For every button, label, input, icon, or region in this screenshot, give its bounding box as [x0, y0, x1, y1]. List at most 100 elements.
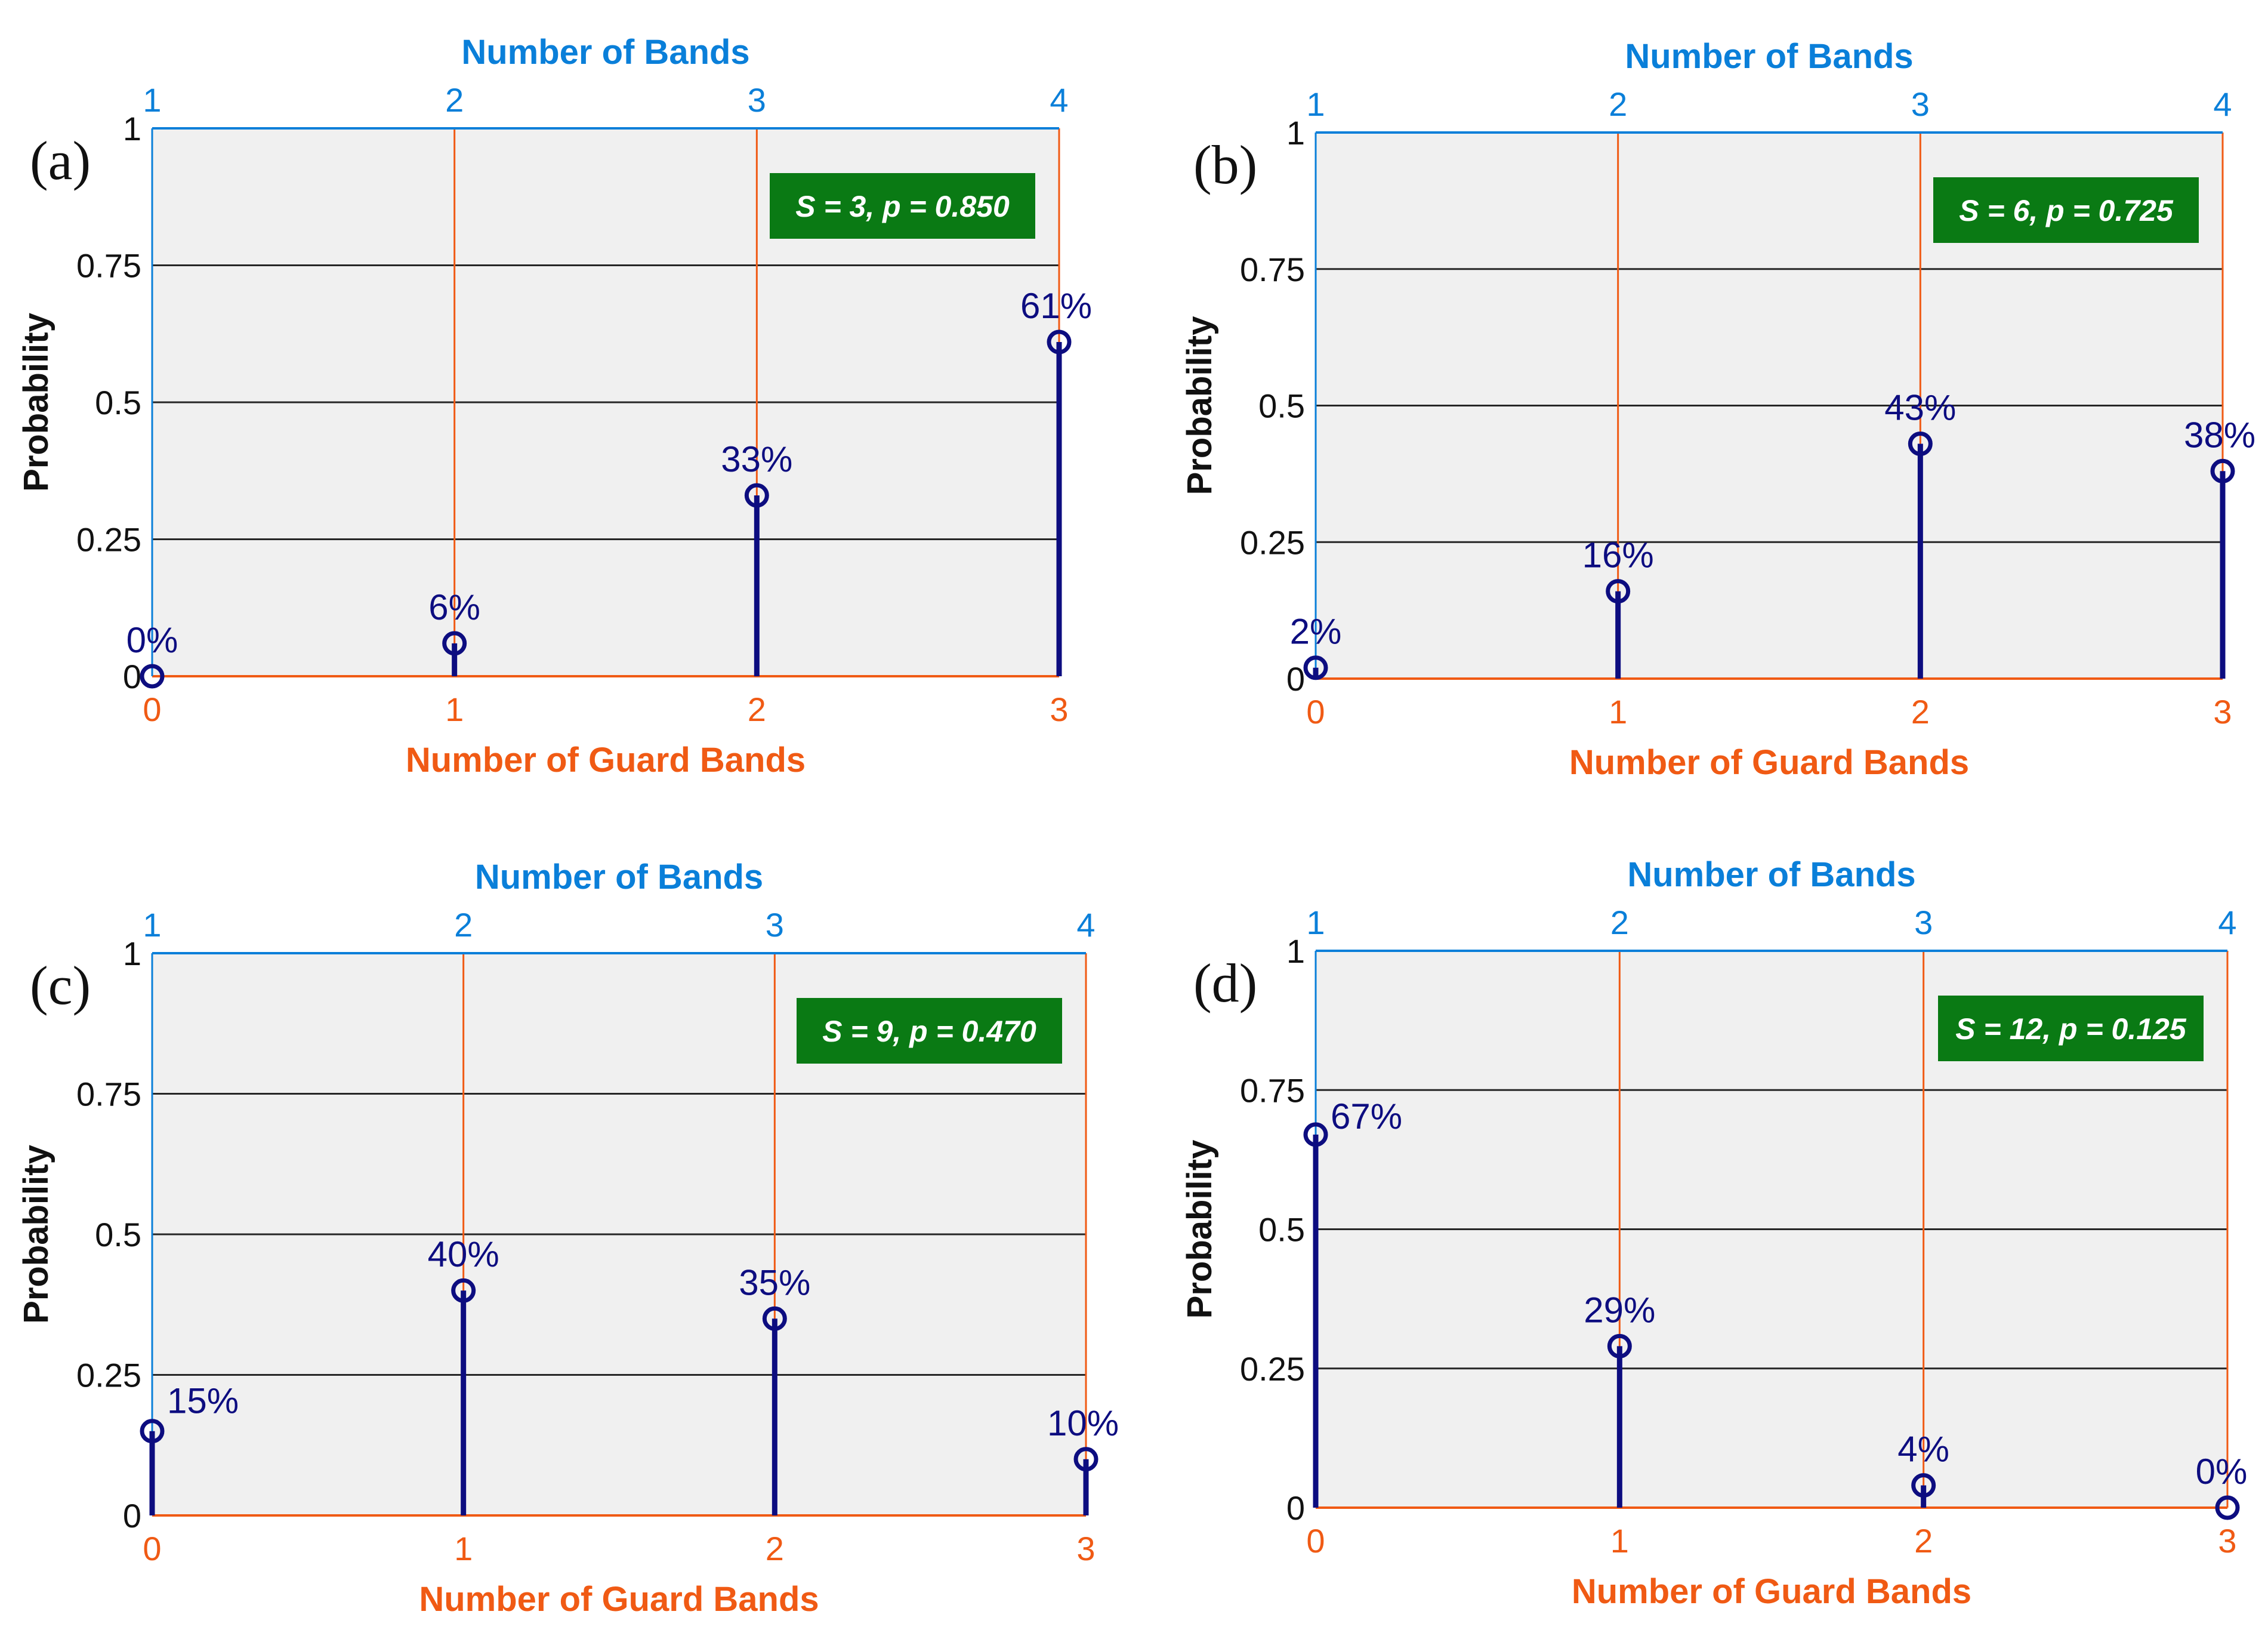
- x-axis-title: Number of Guard Bands: [1572, 1572, 1971, 1611]
- x2-tick-label: 3: [1914, 904, 1933, 941]
- stem-marker: [1607, 1333, 1632, 1358]
- x-axis-title: Number of Guard Bands: [1569, 743, 1969, 782]
- x2-tick-label: 1: [1306, 85, 1325, 123]
- x2-tick-label: 3: [748, 81, 766, 119]
- data-label: 40%: [428, 1234, 499, 1274]
- y-axis-title: Probability: [17, 313, 55, 492]
- y-tick-label: 0: [123, 658, 141, 695]
- annotation-box: [1938, 996, 2204, 1061]
- x-tick-label: 1: [445, 691, 464, 728]
- annotation-text: S = 6, p = 0.725: [1959, 194, 2174, 227]
- x-tick-label: 0: [143, 1530, 161, 1567]
- x-tick-label: 2: [748, 691, 766, 728]
- y-tick-label: 0.25: [76, 521, 141, 559]
- x-tick-label: 1: [1609, 693, 1627, 731]
- y-tick-label: 0.5: [1258, 387, 1305, 425]
- panel-label: (a): [30, 130, 91, 191]
- annotation-text: S = 3, p = 0.850: [795, 190, 1010, 223]
- data-label: 43%: [1884, 388, 1956, 428]
- x2-tick-label: 2: [1610, 904, 1629, 941]
- data-label: 35%: [739, 1262, 810, 1302]
- data-label: 61%: [1020, 286, 1092, 326]
- data-label: 33%: [721, 439, 792, 479]
- x2-tick-label: 1: [143, 81, 161, 119]
- y-tick-label: 1: [1286, 932, 1305, 970]
- x2-axis-title: Number of Bands: [1625, 37, 1913, 76]
- annotation-box: [797, 998, 1062, 1064]
- annotation-box: [770, 173, 1035, 239]
- stem-marker: [1073, 1447, 1098, 1472]
- x2-tick-label: 3: [766, 906, 784, 944]
- x2-tick-label: 1: [1306, 904, 1325, 941]
- x-tick-label: 3: [2218, 1522, 2236, 1560]
- stem-marker: [2215, 1495, 2240, 1520]
- stem-marker: [2210, 458, 2235, 483]
- y-tick-label: 1: [123, 935, 141, 972]
- stem-marker: [140, 1419, 165, 1444]
- data-label: 38%: [2184, 415, 2255, 455]
- stem-marker: [762, 1306, 787, 1331]
- x-axis-title: Number of Guard Bands: [419, 1580, 819, 1619]
- annotation-text: S = 12, p = 0.125: [1955, 1012, 2187, 1046]
- x2-tick-label: 2: [454, 906, 473, 944]
- x-axis-title: Number of Guard Bands: [406, 741, 806, 780]
- stem-marker: [1303, 1122, 1328, 1147]
- x2-tick-label: 1: [143, 906, 161, 944]
- x2-tick-label: 4: [2218, 904, 2236, 941]
- stem-marker: [1303, 655, 1328, 680]
- data-label: 4%: [1897, 1429, 1949, 1469]
- y-tick-label: 0.25: [76, 1357, 141, 1394]
- panel-label: (d): [1193, 953, 1257, 1013]
- panel-label: (b): [1193, 134, 1257, 195]
- x2-tick-label: 4: [1076, 906, 1095, 944]
- x2-tick-label: 4: [1050, 81, 1068, 119]
- y-tick-label: 0.5: [95, 384, 141, 421]
- x2-axis-title: Number of Bands: [461, 33, 749, 72]
- y-tick-label: 0.25: [1240, 523, 1305, 561]
- y-tick-label: 0.75: [1240, 1071, 1305, 1109]
- data-label: 15%: [167, 1381, 239, 1421]
- y-tick-label: 0.25: [1240, 1350, 1305, 1388]
- x-tick-label: 2: [1911, 693, 1930, 731]
- data-label: 6%: [428, 587, 480, 627]
- panel-label: (c): [30, 955, 91, 1016]
- annotation-box: [1933, 177, 2199, 243]
- y-tick-label: 0.75: [1240, 251, 1305, 288]
- y-axis-title: Probability: [1180, 1140, 1219, 1319]
- x-tick-label: 3: [1076, 1530, 1095, 1567]
- x2-axis-title: Number of Bands: [475, 858, 763, 896]
- x-tick-label: 3: [1050, 691, 1068, 728]
- x-tick-label: 2: [1914, 1522, 1933, 1560]
- data-label: 67%: [1331, 1096, 1402, 1136]
- data-label: 0%: [126, 620, 178, 660]
- x-tick-label: 1: [454, 1530, 473, 1567]
- x-tick-label: 3: [2213, 693, 2232, 731]
- stem-marker: [1908, 432, 1933, 457]
- stem-marker: [1047, 329, 1072, 355]
- y-tick-label: 0: [123, 1497, 141, 1535]
- data-label: 10%: [1047, 1403, 1119, 1443]
- stem-marker: [140, 664, 165, 689]
- y-tick-label: 1: [123, 110, 141, 147]
- stem-marker: [744, 483, 769, 508]
- x-tick-label: 0: [143, 691, 161, 728]
- data-label: 2%: [1290, 612, 1342, 652]
- x2-axis-title: Number of Bands: [1627, 855, 1915, 894]
- y-tick-label: 0: [1286, 660, 1305, 698]
- annotation-text: S = 9, p = 0.470: [822, 1015, 1036, 1048]
- data-label: 0%: [2196, 1452, 2248, 1492]
- stem-marker: [442, 631, 467, 656]
- stem-marker: [1911, 1473, 1936, 1498]
- y-tick-label: 0: [1286, 1489, 1305, 1527]
- y-tick-label: 0.5: [95, 1216, 141, 1253]
- y-tick-label: 1: [1286, 114, 1305, 152]
- y-tick-label: 0.75: [76, 1076, 141, 1113]
- x-tick-label: 0: [1306, 693, 1325, 731]
- x2-tick-label: 2: [445, 81, 464, 119]
- x2-tick-label: 2: [1609, 85, 1627, 123]
